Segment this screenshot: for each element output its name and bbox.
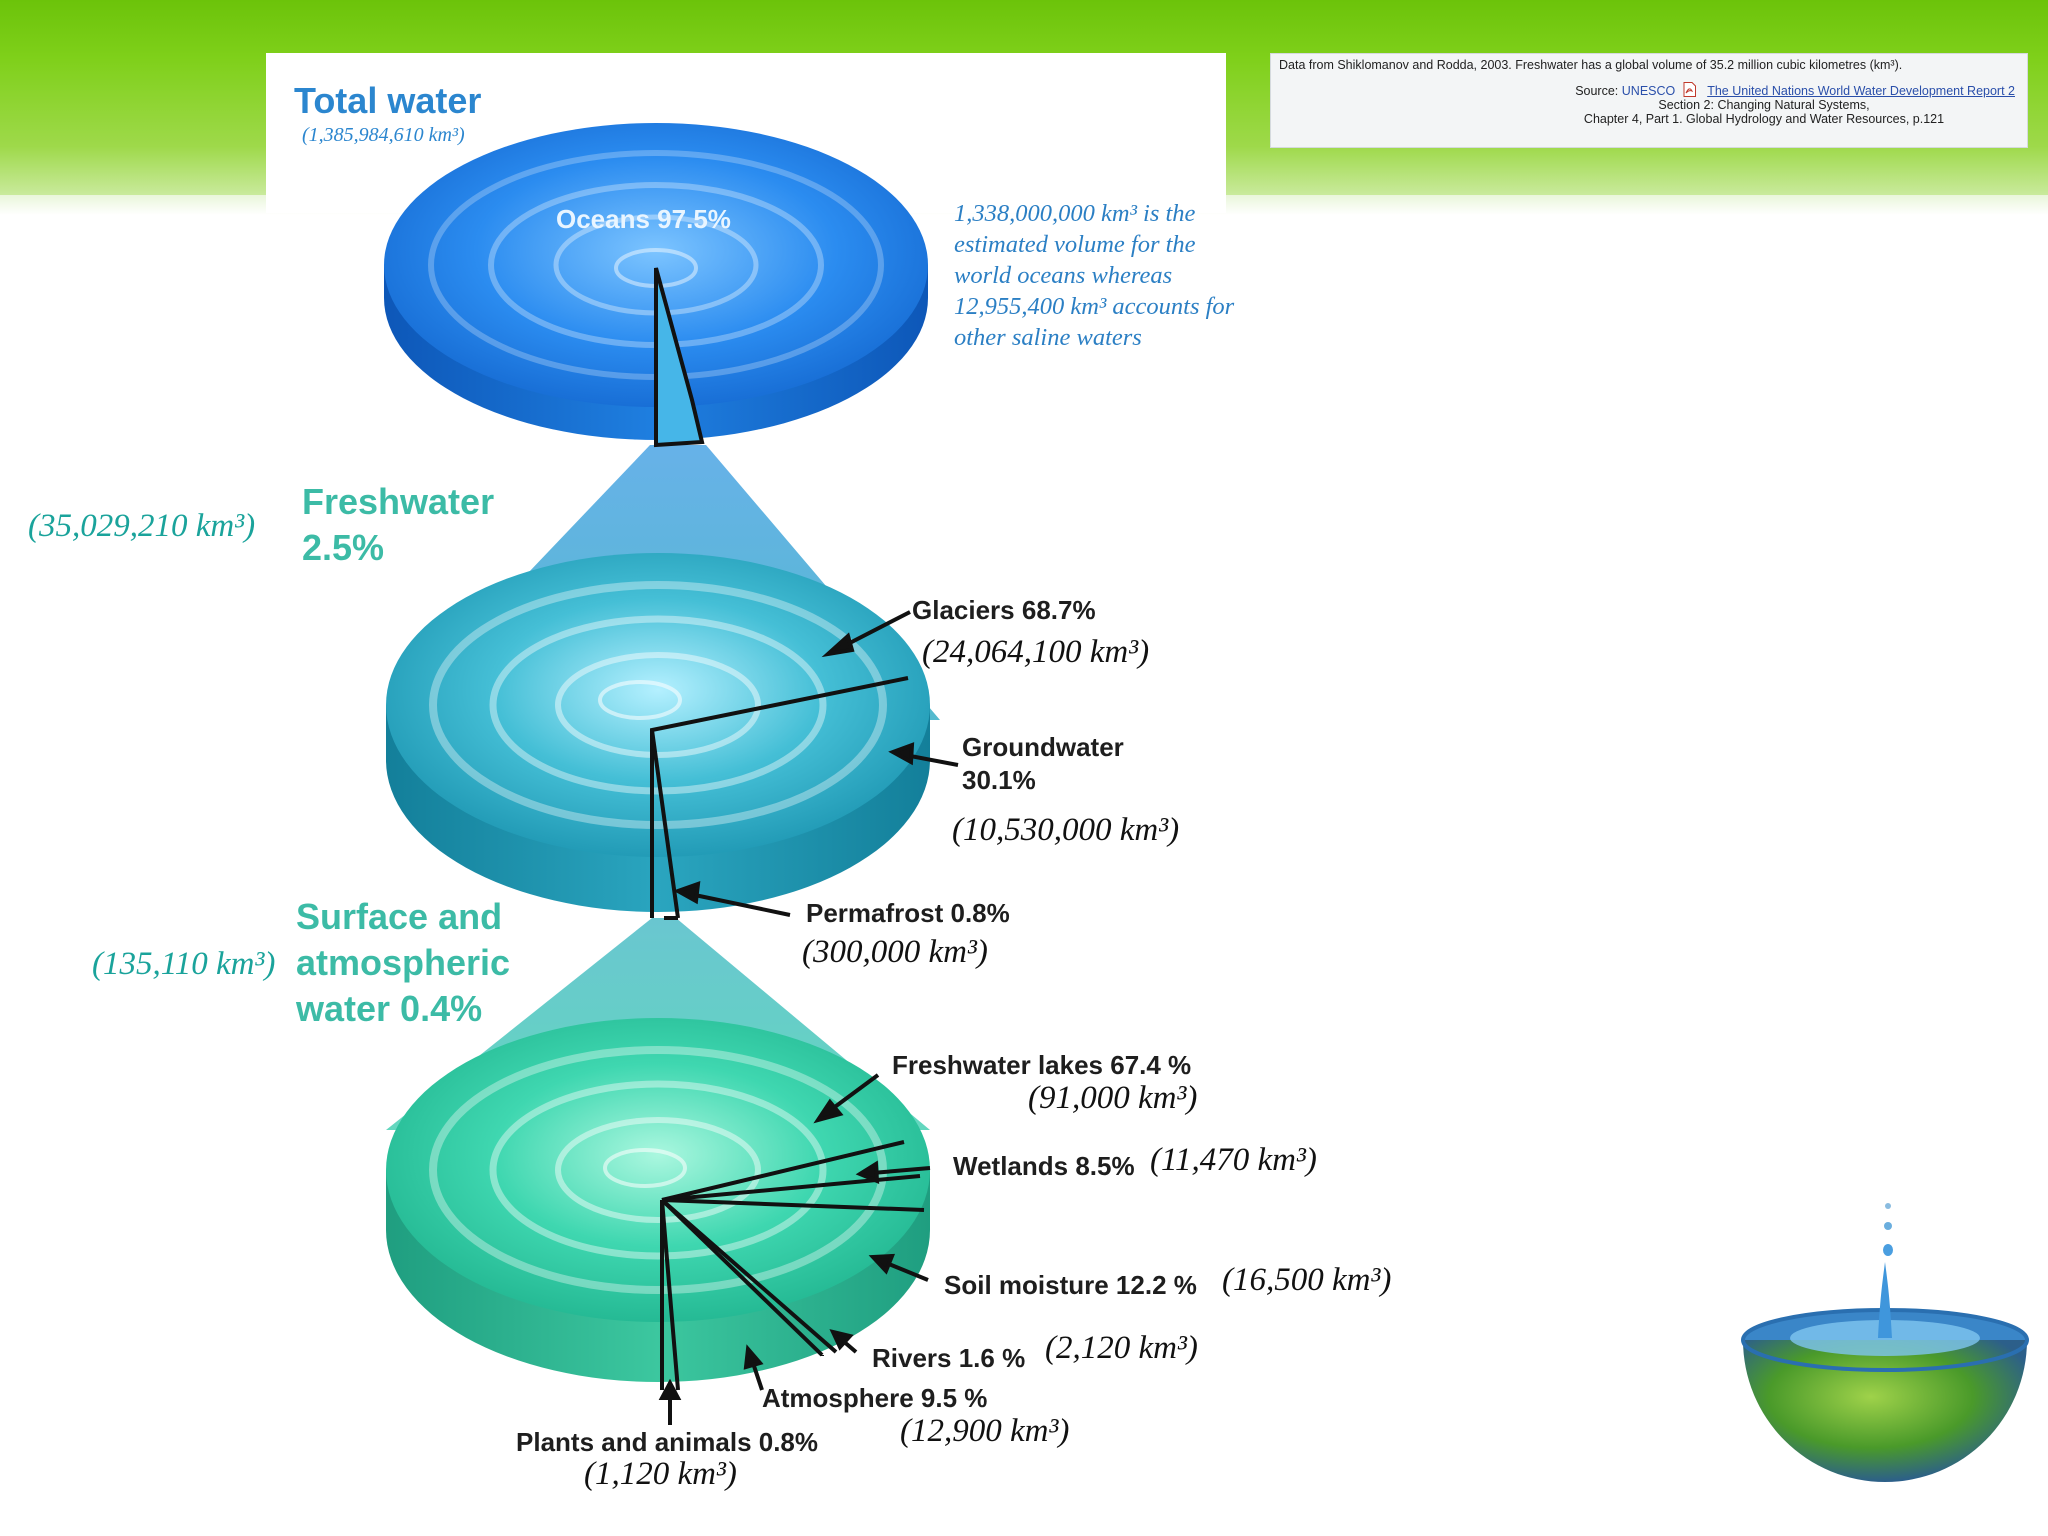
groundwater-volume: (10,530,000 km³)	[952, 812, 1180, 848]
groundwater-label: Groundwater 30.1%	[962, 731, 1124, 797]
groundwater-label-line1: Groundwater	[962, 732, 1124, 762]
ocean-disc	[384, 123, 928, 448]
surface-title-line1: Surface and	[296, 896, 503, 937]
surface-title-line3: water 0.4%	[296, 988, 483, 1029]
pointer-arrows	[658, 610, 959, 1425]
lakes-label: Freshwater lakes 67.4 %	[892, 1050, 1192, 1080]
total-water-volume: (1,385,984,610 km³)	[302, 124, 465, 146]
freshwater-volume: (35,029,210 km³)	[28, 508, 256, 544]
atmosphere-volume: (12,900 km³)	[900, 1413, 1070, 1449]
wetlands-label: Wetlands 8.5%	[953, 1151, 1135, 1181]
rivers-volume: (2,120 km³)	[1045, 1330, 1198, 1366]
oceans-label: Oceans 97.5%	[556, 204, 731, 234]
source-section: Section 2: Changing Natural Systems,	[1658, 98, 1870, 112]
permafrost-volume: (300,000 km³)	[802, 934, 988, 970]
freshwater-title: Freshwater 2.5%	[302, 479, 494, 571]
unesco-link[interactable]: UNESCO	[1621, 84, 1676, 98]
freshwater-title-line1: Freshwater	[302, 481, 495, 522]
plants-animals-volume: (1,120 km³)	[584, 1456, 737, 1492]
lakes-volume: (91,000 km³)	[1028, 1080, 1198, 1116]
surface-title-line2: atmospheric	[296, 942, 511, 983]
source-row: Source: UNESCO The United Nations World …	[1279, 82, 2019, 98]
freshwater-title-line2: 2.5%	[302, 527, 385, 568]
rivers-label: Rivers 1.6 %	[872, 1343, 1026, 1373]
surface-title: Surface and atmospheric water 0.4%	[296, 894, 510, 1032]
soil-moisture-label: Soil moisture 12.2 %	[944, 1270, 1197, 1300]
water-globe-icon	[1741, 1203, 2029, 1482]
permafrost-label: Permafrost 0.8%	[806, 898, 1010, 928]
report-link[interactable]: The United Nations World Water Developme…	[1707, 84, 2015, 98]
surface-disc	[386, 1018, 930, 1391]
source-label: Source:	[1575, 84, 1619, 98]
oceans-note: 1,338,000,000 km³ is the estimated volum…	[954, 200, 1235, 351]
glaciers-label: Glaciers 68.7%	[912, 595, 1096, 625]
source-box: Data from Shiklomanov and Rodda, 2003. F…	[1270, 53, 2028, 148]
freshwater-disc	[386, 553, 930, 920]
soil-moisture-volume: (16,500 km³)	[1222, 1262, 1392, 1298]
source-data-line: Data from Shiklomanov and Rodda, 2003. F…	[1279, 58, 1903, 72]
groundwater-label-line2: 30.1%	[962, 765, 1036, 795]
source-chapter: Chapter 4, Part 1. Global Hydrology and …	[1583, 112, 1945, 126]
surface-volume: (135,110 km³)	[92, 946, 276, 982]
atmosphere-label: Atmosphere 9.5 %	[762, 1383, 988, 1413]
pdf-icon	[1683, 82, 1696, 97]
total-water-title: Total water	[294, 80, 482, 121]
glaciers-volume: (24,064,100 km³)	[922, 634, 1150, 670]
plants-animals-label: Plants and animals 0.8%	[516, 1427, 819, 1457]
wetlands-volume: (11,470 km³)	[1150, 1142, 1317, 1178]
